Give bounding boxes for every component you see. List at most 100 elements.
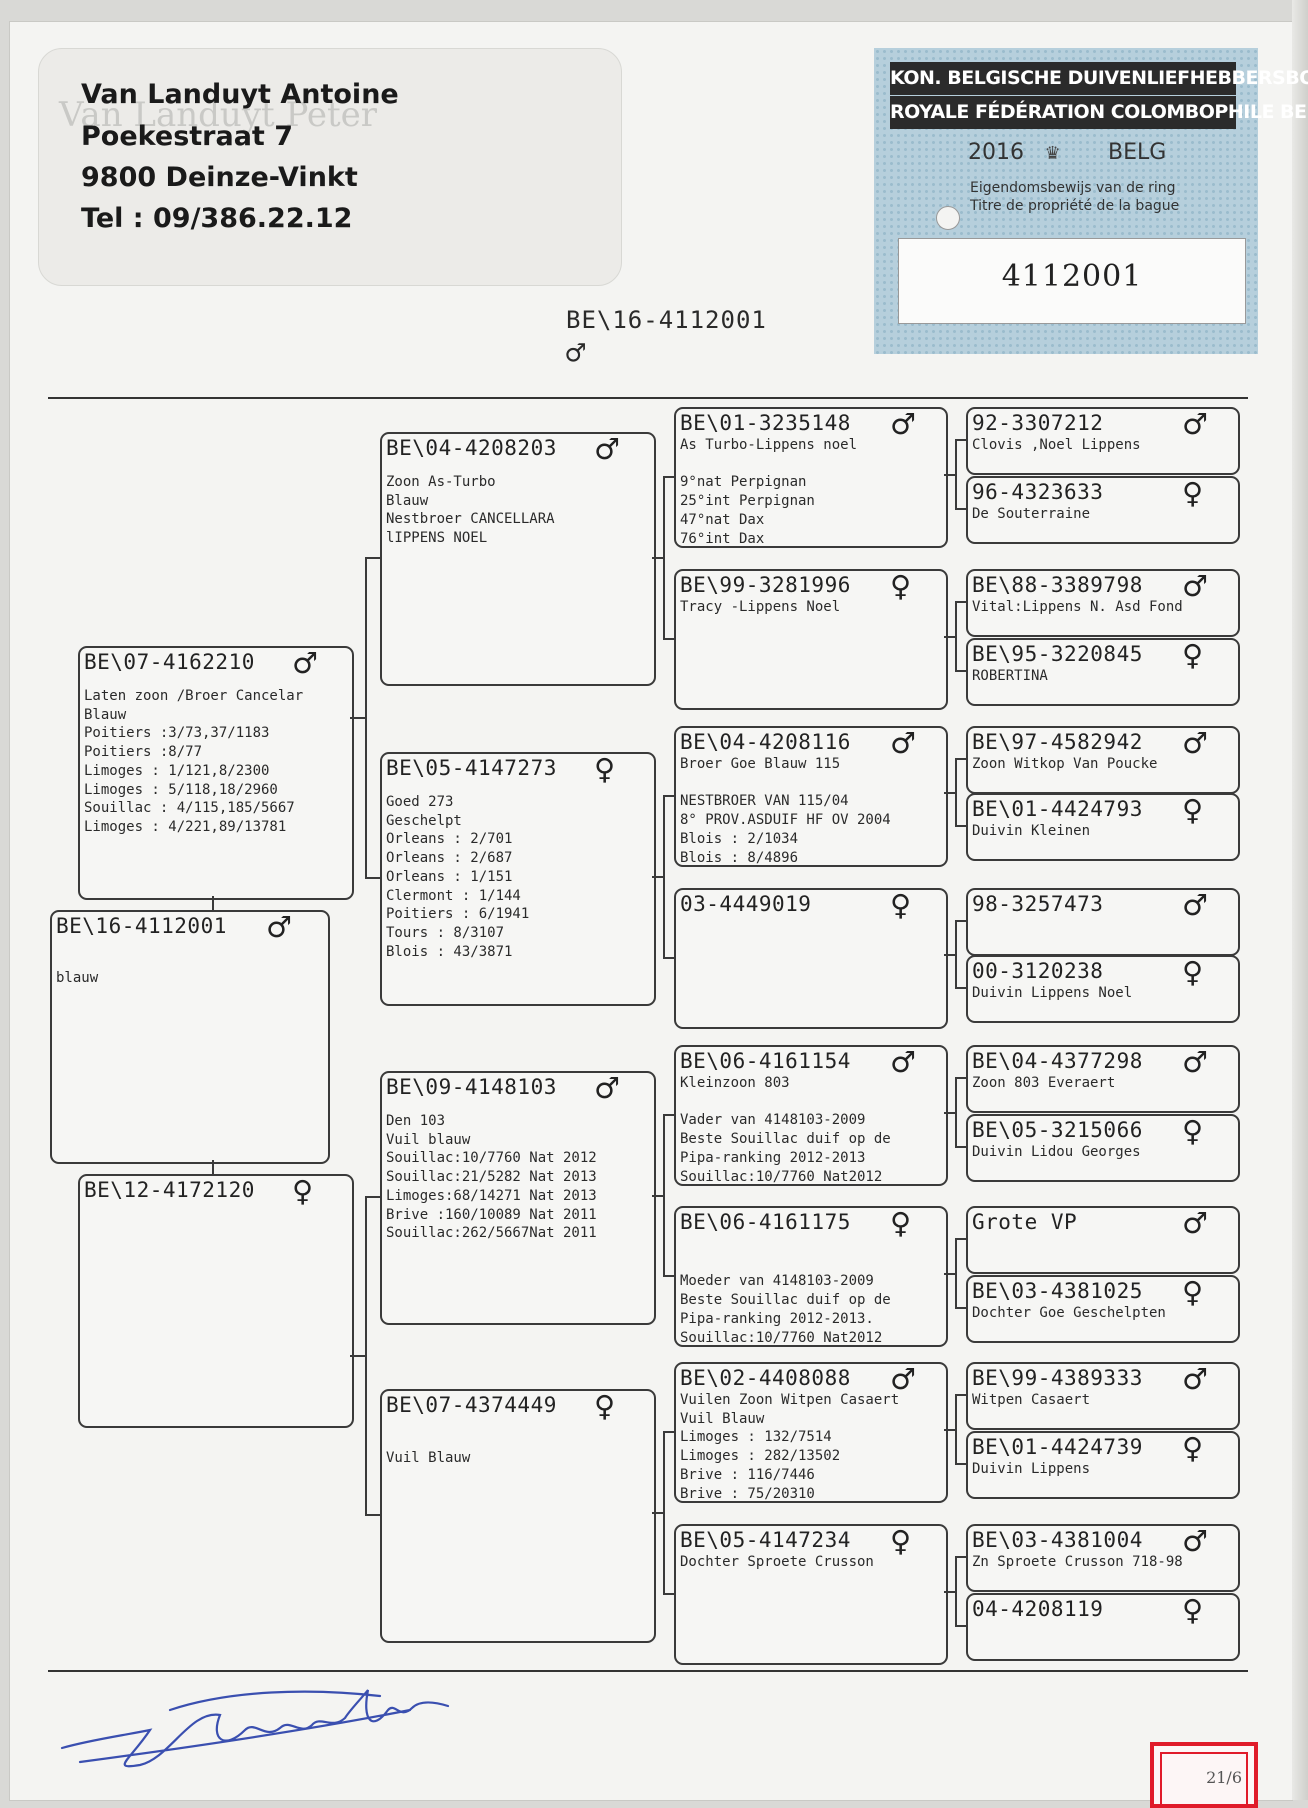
female-symbol-icon: ♀ [1182,1114,1204,1148]
connector-line [955,1394,957,1463]
ancestor-gg4-box: 03-4449019♀ [674,888,948,1029]
pigeon-note: Den 103 [386,1113,446,1129]
pedigree-title-ring: BE\16-4112001 [566,306,767,334]
pigeon-note: blauw [56,970,99,986]
ring-number: BE\07-4162210 [84,650,255,674]
connector-line [663,1431,665,1593]
owner-address-block: Van Landuyt Peter Van Landuyt Antoine Po… [38,48,622,286]
pigeon-note: Pipa-ranking 2012-2013 [680,1149,866,1166]
pigeon-note: Blois : 8/4896 [680,849,799,866]
pigeon-note: Dochter Sproete Crusson [680,1554,874,1570]
ring-number: BE\01-4424793 [972,797,1143,821]
ancestor-ggg12-box: BE\03-4381025♀Dochter Goe Geschelpten [966,1275,1240,1343]
pigeon-note: Souillac : 4/115,185/5667 [84,800,295,817]
pigeon-note: Limoges : 5/118,18/2960 [84,781,278,798]
pigeon-note: Zoon As-Turbo [386,474,496,490]
female-symbol-icon: ♀ [1182,1275,1204,1309]
pigeon-note: Limoges : 282/13502 [680,1448,841,1465]
pigeon-note: Duivin Lippens [972,1461,1091,1477]
pigeon-note: Brive : 116/7446 [680,1466,815,1483]
pigeon-note: Vital:Lippens N. Asd Fond [972,599,1183,615]
connector-line [955,1556,966,1558]
connector-line [955,1238,966,1240]
connector-line [955,1307,966,1309]
connector-line [663,1114,674,1116]
connector-line [663,476,665,638]
ring-year: 2016 [968,140,1024,165]
connector-line [365,1196,367,1514]
ancestor-ggg8-box: 00-3120238♀Duivin Lippens Noel [966,955,1240,1023]
ring-number: BE\06-4161175 [680,1210,851,1234]
pigeon-note: 8° PROV.ASDUIF HF OV 2004 [680,812,891,829]
pigeon-note: Broer Goe Blauw 115 [680,756,841,772]
ring-number: BE\88-3389798 [972,573,1143,597]
caption-nl: Eigendomsbewijs van de ring [970,180,1176,196]
ring-number: BE\05-3215066 [972,1118,1143,1142]
ring-number: BE\12-4172120 [84,1178,255,1202]
female-symbol-icon: ♀ [594,752,616,786]
dam-box: BE\12-4172120♀ [78,1174,354,1428]
connector-line [365,1196,380,1198]
connector-line [652,1195,663,1197]
ring-number: 00-3120238 [972,959,1104,983]
ring-number: BE\04-4377298 [972,1049,1143,1073]
connector-line [944,636,955,638]
ancestor-ggg13-box: BE\99-4389333♂Witpen Casaert [966,1362,1240,1430]
connector-line [955,920,957,987]
connector-line [944,1591,955,1593]
pigeon-note: Zn Sproete Crusson 718-98 [972,1554,1183,1570]
pigeon-note: Beste Souillac duif op de [680,1131,891,1148]
female-symbol-icon: ♀ [890,1524,912,1558]
ring-number: BE\04-4208203 [386,436,557,460]
male-symbol-icon: ♂ [266,910,292,944]
pigeon-note: NESTBROER VAN 115/04 [680,793,849,810]
connector-line [944,1429,955,1431]
connector-line [663,1275,674,1277]
connector-line [365,877,380,879]
male-symbol-icon: ♂ [594,432,620,466]
ancestor-ggg16-box: 04-4208119♀ [966,1593,1240,1661]
male-symbol-icon: ♂ [292,646,318,680]
connector-line [944,954,955,956]
connector-line [955,1394,966,1396]
ancestor-ggg10-box: BE\05-3215066♀Duivin Lidou Georges [966,1114,1240,1182]
connector-line [212,896,214,912]
ring-number: BE\97-4582942 [972,730,1143,754]
pigeon-note: Tours : 8/3107 [386,924,505,941]
connector-line [955,1238,957,1307]
connector-line [955,758,957,825]
connector-line [365,557,367,877]
pigeon-note: Witpen Casaert [972,1392,1091,1408]
owner-phone: Tel : 09/386.22.12 [81,203,353,234]
ring-number: BE\05-4147234 [680,1528,851,1552]
ancestor-ggg2-box: 96-4323633♀De Souterraine [966,476,1240,544]
connector-line [944,792,955,794]
bottom-divider [48,1670,1248,1672]
connector-line [663,1593,674,1595]
ancestor-ggg11-box: Grote VP♂ [966,1206,1240,1274]
connector-line [212,1160,214,1176]
ancestor-ggg7-box: 98-3257473♂ [966,888,1240,956]
pigeon-note: Orleans : 1/151 [386,868,513,885]
connector-line [955,601,957,670]
ring-number: Grote VP [972,1210,1078,1234]
pigeon-note: Pipa-ranking 2012-2013. [680,1310,874,1327]
ring-number: 04-4208119 [972,1597,1104,1621]
pigeon-note: Nestbroer CANCELLARA [386,511,555,528]
ancestor-ggg14-box: BE\01-4424739♀Duivin Lippens [966,1431,1240,1499]
connector-line [944,1273,955,1275]
connector-line [663,795,674,797]
ring-number: BE\99-3281996 [680,573,851,597]
connector-line [955,1077,957,1146]
pigeon-note: Clovis ,Noel Lippens [972,437,1141,453]
connector-line [652,557,663,559]
connector-line [663,1114,665,1275]
male-symbol-icon: ♂ [594,1071,620,1105]
connector-line [663,957,674,959]
top-divider [48,397,1248,399]
pigeon-note: Geschelpt [386,812,462,829]
pigeon-note: Duivin Lippens Noel [972,985,1133,1001]
pigeon-note: Beste Souillac duif op de [680,1292,891,1309]
